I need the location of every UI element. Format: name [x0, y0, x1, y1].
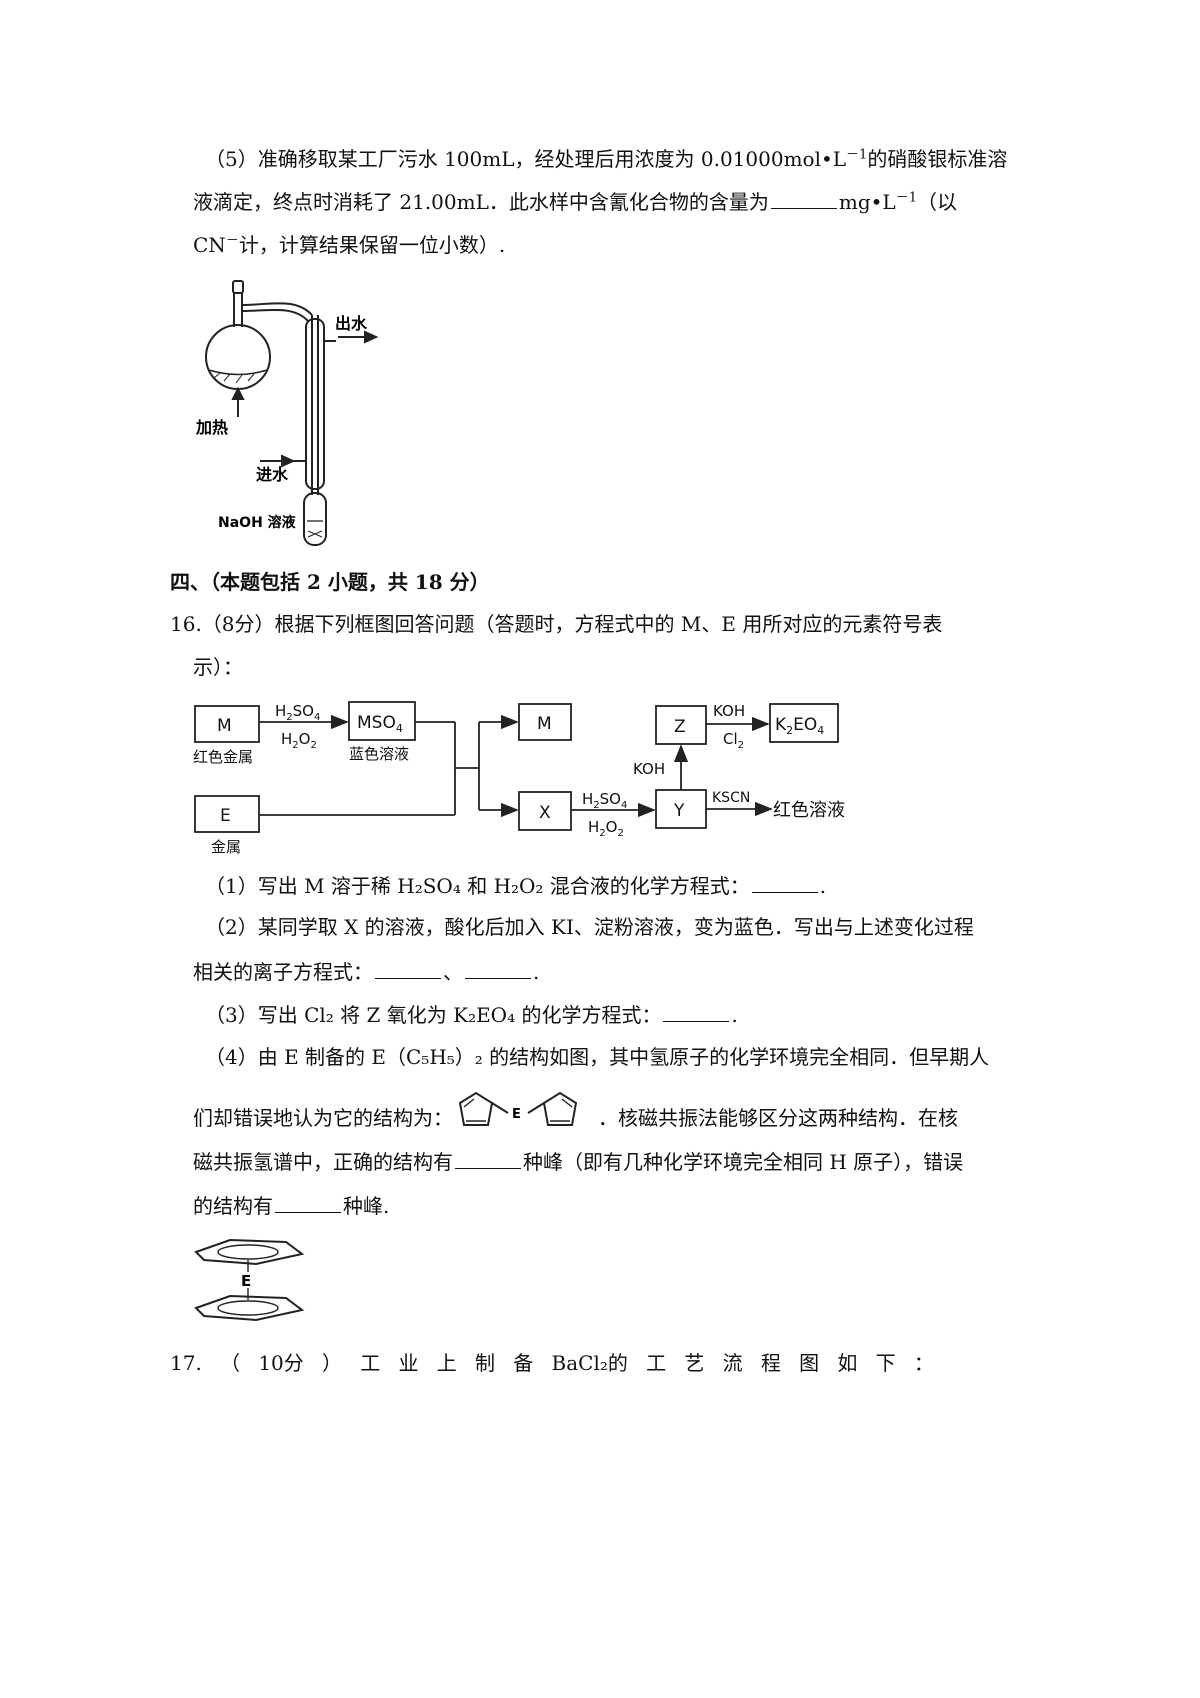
- answer-blank[interactable]: [465, 956, 531, 979]
- label-blue-solution: 蓝色溶液: [349, 745, 409, 763]
- label-out-water: 出水: [335, 314, 368, 333]
- q16-sub4-line2-pre: 们却错误地认为它的结构为：: [193, 1106, 453, 1130]
- label-heat: 加热: [195, 418, 228, 437]
- sandwich-e-label: E: [241, 1272, 251, 1290]
- reagent-koh-up: KOH: [633, 760, 665, 778]
- label-naoh-solution: NaOH 溶液: [218, 514, 297, 531]
- box-mso4: MSO4: [357, 713, 403, 735]
- q16-sub4-line2-post: ．核磁共振法能够区分这两种结构．在核: [598, 1106, 958, 1130]
- answer-blank[interactable]: [751, 870, 818, 893]
- distillation-apparatus-diagram: 出水 加热 进水 NaOH 溶液: [195, 280, 379, 546]
- q16-sub3: （3）写出 Cl₂ 将 Z 氧化为 K₂EO₄ 的化学方程式：.: [205, 999, 738, 1030]
- q15-part5-line1: （5）准确移取某工厂污水 100mL，经处理后用浓度为 0.01000mol•L…: [205, 147, 1008, 171]
- box-m: M: [217, 716, 232, 736]
- label-in-water: 进水: [256, 465, 289, 484]
- reagent-koh-right: KOH: [713, 702, 745, 720]
- box-m-product: M: [537, 714, 552, 734]
- reagent-h2o2-1: H2O2: [281, 730, 317, 751]
- answer-blank[interactable]: [375, 956, 441, 979]
- answer-blank[interactable]: [275, 1190, 341, 1213]
- box-x: X: [539, 803, 551, 823]
- q16-sub1: （1）写出 M 溶于稀 H₂SO₄ 和 H₂O₂ 混合液的化学方程式：.: [205, 870, 826, 901]
- q16-sub2-line1: （2）某同学取 X 的溶液，酸化后加入 KI、淀粉溶液，变为蓝色．写出与上述变化…: [205, 915, 974, 939]
- answer-blank[interactable]: [663, 999, 730, 1022]
- section-heading: 四、（本题包括 2 小题，共 18 分）: [170, 570, 490, 594]
- wrong-structure-diagram: E: [458, 1091, 578, 1126]
- q16-sub2-line2: 相关的离子方程式：、.: [193, 956, 539, 987]
- sandwich-structure-diagram: E: [194, 1238, 305, 1322]
- wrong-structure-e-label: E: [512, 1107, 521, 1122]
- reagent-kscn: KSCN: [712, 790, 750, 806]
- answer-blank[interactable]: [770, 186, 837, 209]
- reagent-h2o2-2: H2O2: [588, 818, 624, 839]
- answer-blank[interactable]: [455, 1146, 521, 1169]
- q15-part5-line3: CN－计，计算结果保留一位小数）.: [193, 233, 506, 257]
- q16-sub4-line4: 的结构有种峰.: [193, 1190, 389, 1221]
- reagent-h2so4-1: H2SO4: [275, 702, 320, 723]
- box-y: Y: [673, 801, 685, 821]
- reagent-h2so4-2: H2SO4: [582, 790, 627, 811]
- label-red-solution: 红色溶液: [773, 800, 845, 821]
- label-metal: 金属: [211, 838, 241, 856]
- reagent-cl2: Cl2: [723, 730, 744, 751]
- box-k2eo4: K2EO4: [775, 715, 824, 737]
- box-e: E: [220, 806, 231, 826]
- q16-intro-line2: 示）：: [193, 655, 243, 679]
- q16-sub4-line3: 磁共振氢谱中，正确的结构有种峰（即有几种化学环境完全相同 H 原子），错误: [193, 1146, 963, 1177]
- label-red-metal: 红色金属: [193, 748, 253, 766]
- reaction-flow-chart: M MSO4 E M X Y Z K2EO4 红色金属 蓝色溶液 金属 H2SO…: [193, 701, 845, 856]
- box-z: Z: [674, 717, 686, 737]
- q16-sub4-line1: （4）由 E 制备的 E（C₅H₅）₂ 的结构如图，其中氢原子的化学环境完全相同…: [205, 1045, 990, 1069]
- q16-intro-line1: 16.（8分）根据下列框图回答问题（答题时，方程式中的 M、E 用所对应的元素符…: [170, 612, 943, 636]
